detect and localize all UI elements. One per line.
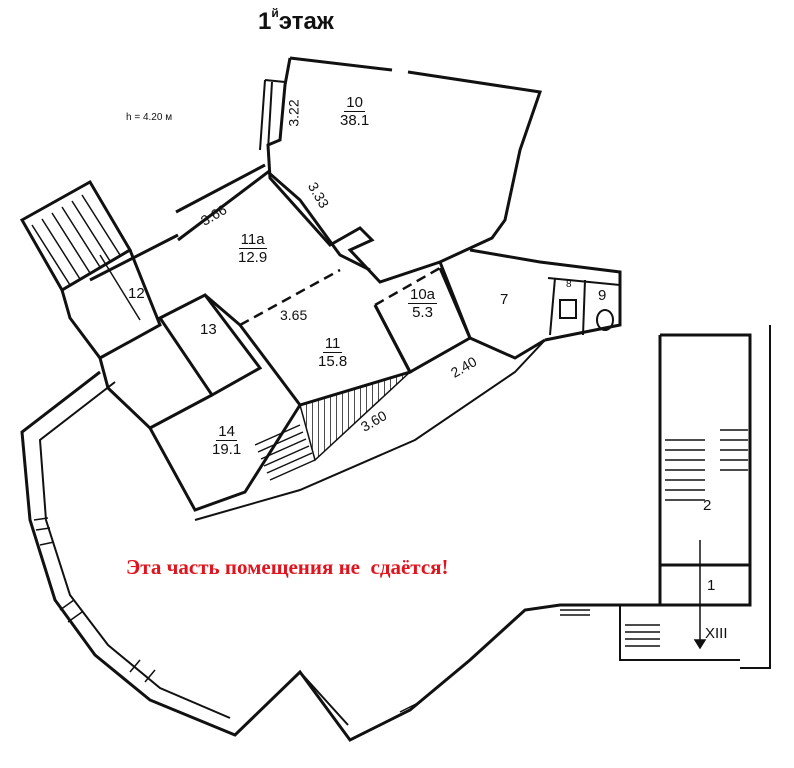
wc-fixture-9: [596, 309, 614, 331]
floor-number: 1: [258, 8, 272, 35]
wall-stair-right: [660, 333, 752, 607]
room-number: 10а: [408, 286, 438, 304]
floor-suffix: й: [271, 6, 279, 20]
window-curve-1: [33, 517, 55, 546]
room-10-label: 10 38.1: [340, 95, 369, 128]
wall-room-12: [60, 249, 162, 360]
room-14-label: 14 19.1: [212, 424, 241, 457]
room-1-number: 1: [707, 577, 716, 594]
room-number: 11: [322, 335, 343, 353]
wall-main-hall: [20, 335, 662, 742]
room-area: 19.1: [212, 441, 242, 458]
wall-left-upper: [175, 163, 266, 214]
room-number: 14: [216, 423, 237, 441]
dimension-label: 3.65: [280, 307, 308, 323]
wall-room-12-inner: [98, 357, 110, 389]
wall-wc: [547, 277, 621, 336]
stair-treads-right: [665, 439, 705, 501]
stair-treads-right-2: [720, 429, 748, 471]
wall-bottom-right: [299, 671, 349, 726]
room-2-number: 2: [703, 497, 712, 514]
dimension-label: 3.22: [285, 99, 302, 127]
room-area: 5.3: [412, 304, 433, 321]
window-curve-2: [59, 599, 83, 623]
wall-room-10: [266, 56, 543, 284]
room-13-number: 13: [200, 321, 217, 338]
wall-room-7-top: [469, 248, 622, 342]
room-number: 11а: [238, 231, 267, 249]
wall-room-xiii: [619, 605, 740, 661]
wall-stair-right-outer: [740, 325, 771, 669]
dashed-divider-10-10a: [374, 266, 441, 307]
room-7-number: 7: [500, 291, 509, 308]
stair-treads-top-left: [31, 194, 121, 286]
window-curve-3: [129, 659, 156, 683]
stair-arrow-left: [99, 254, 141, 321]
room-9-number: 9: [598, 287, 607, 304]
floor-word: этаж: [278, 8, 334, 35]
not-for-rent-notice: Эта часть помещения не сдаётся!: [126, 555, 449, 579]
wc-fixture-8: [559, 299, 577, 319]
window-bottom-1: [399, 701, 421, 713]
stair-treads-bottom: [625, 624, 660, 647]
wall-front: [194, 339, 546, 521]
stair-treads-center: [254, 424, 316, 481]
ceiling-height-note: h = 4.20 м: [126, 112, 173, 123]
wall-room-14: [106, 386, 302, 512]
room-11-label: 11 15.8: [318, 336, 347, 369]
room-12-number: 12: [128, 285, 145, 302]
wall-room-13: [157, 293, 263, 397]
dashed-divider-11a-11: [239, 268, 341, 327]
room-11a-label: 11а 12.9: [238, 232, 267, 265]
wall-room-10-window: [259, 79, 286, 151]
room-area: 15.8: [318, 353, 348, 370]
room-number: 10: [344, 94, 365, 112]
stair-arrow-right-head: [693, 639, 707, 650]
room-xiii-number: XIII: [705, 625, 728, 642]
wall-room-11a: [177, 170, 371, 272]
wall-room-7: [438, 261, 546, 360]
stair-hatched-triangle: [299, 371, 411, 462]
room-area: 38.1: [340, 112, 370, 129]
room-8-number: 8: [566, 279, 572, 290]
window-bottom-2: [560, 609, 590, 616]
room-10a-label: 10а 5.3: [408, 286, 438, 321]
floor-title: 1йэтаж: [258, 6, 334, 36]
wall-room-14-left: [149, 393, 213, 430]
wall-main-hall-inner: [38, 381, 231, 719]
room-area: 12.9: [238, 249, 268, 266]
